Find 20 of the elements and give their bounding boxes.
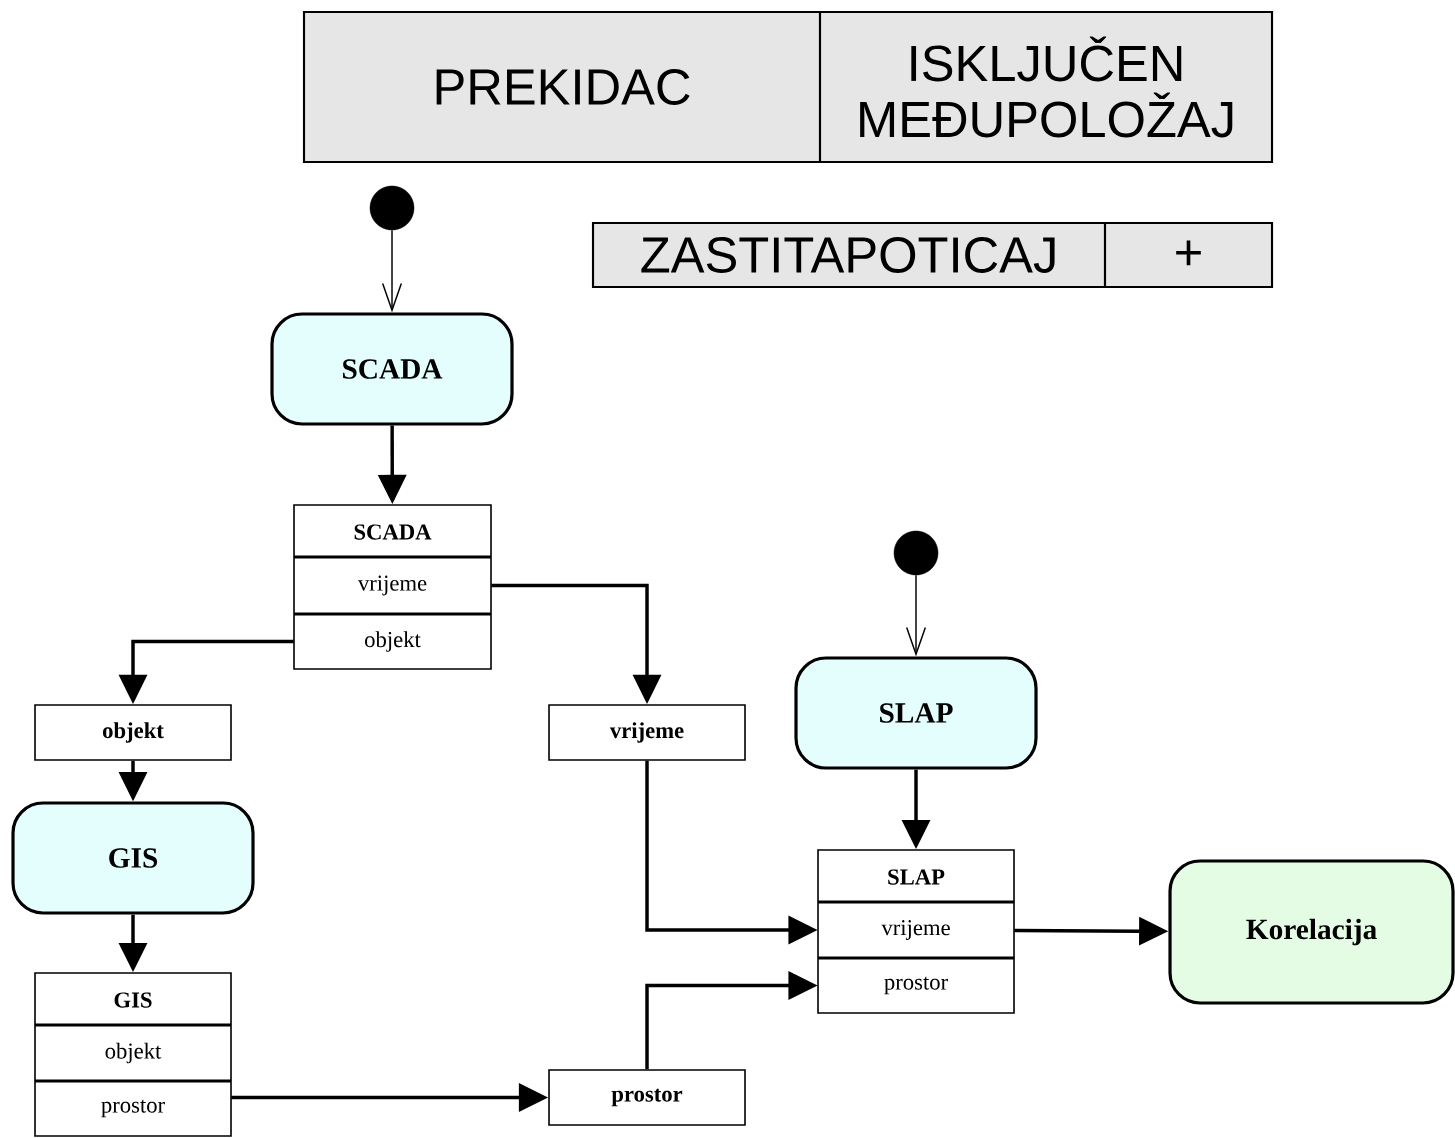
object-box: vrijeme xyxy=(548,704,746,761)
table-cell: + xyxy=(1103,221,1274,289)
arrow xyxy=(381,229,403,313)
table-cell: ISKLJUČEN MEĐUPOLOŽAJ xyxy=(818,10,1274,164)
activity-box: SLAP xyxy=(794,656,1038,770)
start-dot xyxy=(369,185,415,231)
attribute-row: objekt xyxy=(294,612,491,652)
attribute-row: objekt xyxy=(35,1023,231,1064)
start-dot xyxy=(893,530,939,576)
attribute-row: prostor xyxy=(35,1079,231,1118)
object-box: prostor xyxy=(548,1069,746,1126)
attribute-row: vrijeme xyxy=(294,555,491,596)
arrow xyxy=(905,574,927,657)
activity-box: GIS xyxy=(11,801,255,915)
activity-box: SCADA xyxy=(270,312,514,426)
attribute-row: vrijeme xyxy=(818,900,1014,940)
table-cell: PREKIDAC xyxy=(302,10,822,164)
attribute-row: prostor xyxy=(818,956,1014,995)
activity-box: Korelacija xyxy=(1168,859,1455,1005)
object-box: objekt xyxy=(34,704,232,761)
